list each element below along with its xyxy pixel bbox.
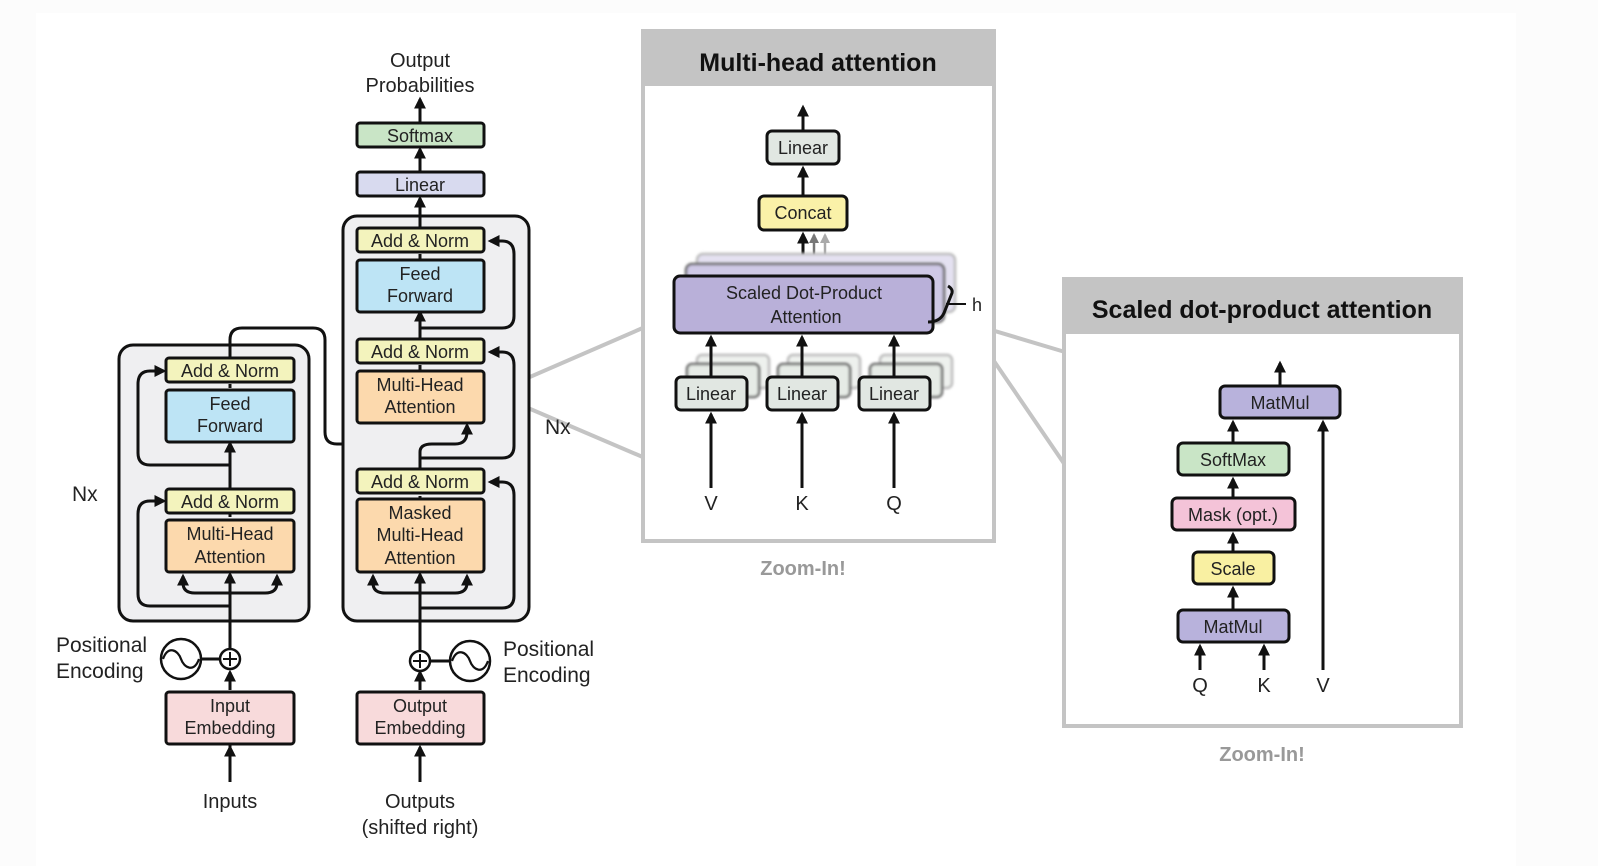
mha-linear-q-label: Linear (869, 384, 919, 404)
decoder-softmax-label: Softmax (387, 126, 453, 146)
encoder-positional-encoding-icon (159, 637, 220, 681)
sdpa-input-v: V (1316, 675, 1330, 697)
mha-linear-k: Linear (765, 353, 862, 412)
decoder-add-norm-3-label: Add & Norm (371, 472, 469, 492)
input-embedding-label-1: Input (210, 696, 250, 716)
output-embedding-label-1: Output (393, 696, 447, 716)
multihead-panel-header (643, 31, 994, 86)
mha-input-q: Q (886, 493, 902, 515)
decoder-attention-label-2: Attention (384, 397, 455, 417)
mha-sdpa-box (672, 274, 935, 335)
mha-concat (757, 194, 849, 232)
encoder-multi-head-attention (164, 518, 296, 574)
mha-linear-k-label: Linear (777, 384, 827, 404)
mha-sdpa-label-1: Scaled Dot-Product (726, 283, 882, 303)
sdpa-softmax (1176, 441, 1291, 477)
sdpa-matmul-top (1218, 384, 1342, 420)
inputs-label: Inputs (203, 791, 257, 813)
decoder-attention-label-1: Multi-Head (376, 375, 463, 395)
decoder-add-norm-1-label: Add & Norm (371, 231, 469, 251)
encoder-add-norm-bottom-label: Add & Norm (181, 492, 279, 512)
encoder-attention-label-1: Multi-Head (186, 524, 273, 544)
masked-attention-label-2: Multi-Head (376, 525, 463, 545)
mha-concat-label: Concat (774, 203, 831, 223)
mha-h-label: h (972, 295, 982, 315)
decoder-pe-label-2: Encoding (503, 664, 591, 687)
sdpa-input-q: Q (1192, 675, 1208, 697)
masked-attention-label-1: Masked (388, 503, 451, 523)
sdpa-softmax-label: SoftMax (1200, 450, 1266, 470)
mha-linear-top-label: Linear (778, 138, 828, 158)
mha-sdpa-label-2: Attention (770, 307, 841, 327)
decoder-feed-forward-label-2: Forward (387, 286, 453, 306)
sdpa-matmul-bottom (1176, 608, 1291, 644)
decoder-add-icon (408, 649, 432, 673)
mha-linear-v: Linear (674, 353, 771, 412)
multihead-attention-panel: Multi-head attention Linear Concat Scale… (641, 29, 996, 580)
sdpa-matmul-top-label: MatMul (1250, 393, 1309, 413)
mha-linear-v-label: Linear (686, 384, 736, 404)
masked-attention-label-3: Attention (384, 548, 455, 568)
decoder-add-norm-2-label: Add & Norm (371, 342, 469, 362)
encoder-block (117, 343, 311, 623)
diagram-canvas: Add & Norm Feed Forward Add & Norm Multi… (36, 13, 1516, 866)
encoder-add-norm-top (164, 356, 296, 384)
decoder-feed-forward (355, 258, 486, 314)
encoder-feed-forward (164, 388, 296, 444)
outputs-label-1: Outputs (385, 791, 455, 813)
output-embedding-label-2: Embedding (374, 718, 465, 738)
output-probabilities-label-2: Probabilities (366, 75, 475, 97)
decoder-pe-label-1: Positional (503, 638, 594, 661)
encoder-pe-label-1: Positional (56, 634, 147, 657)
encoder-feed-forward-label-1: Feed (209, 394, 250, 414)
outputs-label-2: (shifted right) (362, 817, 479, 839)
encoder-nx-label: Nx (72, 483, 98, 506)
decoder-nx-label: Nx (545, 416, 571, 439)
mha-linear-top (765, 129, 841, 166)
decoder-multi-head-attention (355, 369, 486, 425)
decoder-softmax (355, 121, 486, 149)
mha-input-v: V (704, 493, 718, 515)
input-embedding (164, 690, 296, 746)
mha-linear-q: Linear (857, 353, 954, 412)
input-embedding-label-2: Embedding (184, 718, 275, 738)
encoder: Add & Norm Feed Forward Add & Norm Multi… (56, 326, 426, 813)
sdpa-panel: Scaled dot-product attention MatMul Soft… (1062, 277, 1463, 766)
encoder-pe-label-2: Encoding (56, 660, 144, 683)
sdpa-matmul-bottom-label: MatMul (1203, 617, 1262, 637)
encoder-add-norm-bottom (164, 487, 296, 515)
decoder-add-norm-3 (355, 467, 486, 495)
sdpa-panel-header (1064, 279, 1461, 334)
decoder-feed-forward-label-1: Feed (399, 264, 440, 284)
output-embedding (355, 690, 486, 746)
output-probabilities-label-1: Output (390, 50, 450, 72)
multihead-panel-title: Multi-head attention (699, 49, 936, 77)
decoder-add-norm-1 (355, 226, 486, 254)
sdpa-mask (1170, 496, 1297, 532)
sdpa-input-k: K (1257, 675, 1271, 697)
encoder-add-norm-top-label: Add & Norm (181, 361, 279, 381)
sdpa-panel-title: Scaled dot-product attention (1092, 296, 1432, 324)
sdpa-mask-label: Mask (opt.) (1188, 505, 1278, 525)
encoder-add-icon (218, 647, 242, 671)
sdpa-zoom-in-label: Zoom-In! (1219, 744, 1305, 766)
encoder-attention-label-2: Attention (194, 547, 265, 567)
decoder-linear-label: Linear (395, 175, 445, 195)
mha-input-k: K (795, 493, 809, 515)
decoder: Output Probabilities Softmax Linear Add … (341, 50, 594, 839)
sdpa-scale (1191, 550, 1276, 586)
sdpa-scale-label: Scale (1210, 559, 1255, 579)
mha-zoom-in-label: Zoom-In! (760, 558, 846, 580)
decoder-masked-attention (355, 497, 486, 574)
decoder-add-norm-2 (355, 337, 486, 365)
encoder-feed-forward-label-2: Forward (197, 416, 263, 436)
decoder-linear (355, 170, 486, 198)
decoder-positional-encoding-icon (430, 639, 492, 683)
